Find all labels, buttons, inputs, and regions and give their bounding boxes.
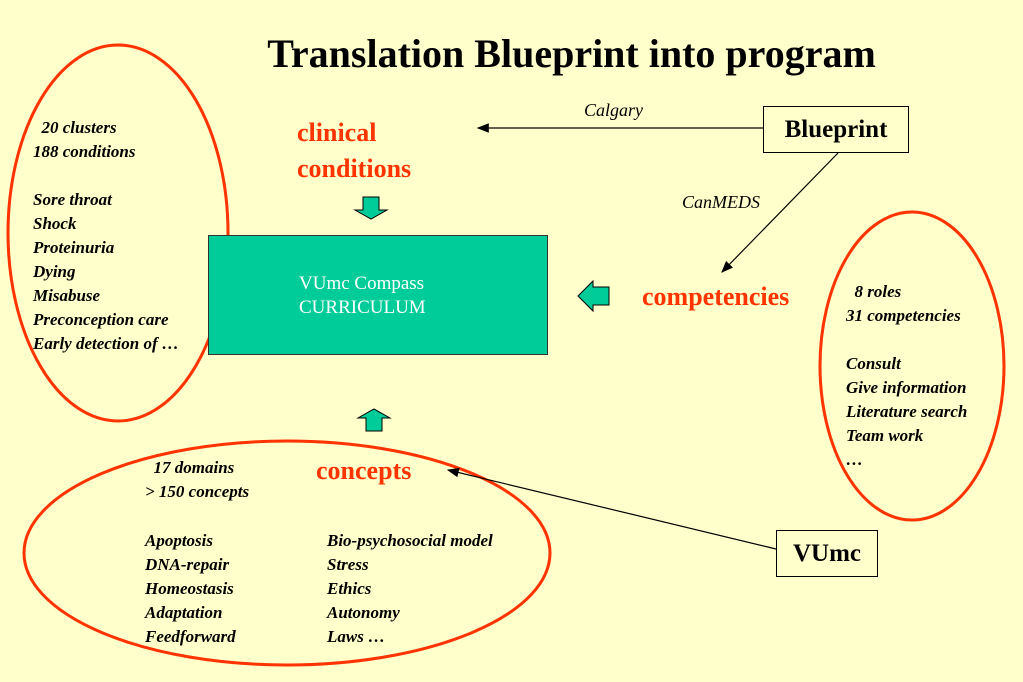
list-item: Give information (846, 378, 967, 397)
clinical-ellipse (6, 43, 230, 423)
clinical-list: 20 clusters 188 conditions Sore throat S… (33, 116, 179, 356)
list-item: 188 conditions (33, 142, 136, 161)
list-item: DNA-repair (145, 555, 230, 574)
list-item: 17 domains (145, 458, 235, 477)
list-item (33, 164, 179, 188)
list-item: 8 roles (846, 282, 902, 301)
blueprint-box: Blueprint (763, 106, 909, 153)
block-arrow-down (353, 196, 389, 220)
curriculum-box: VUmc Compass CURRICULUM (208, 235, 548, 355)
list-item: Shock (33, 214, 77, 233)
list-item: Team work (846, 426, 924, 445)
clinical-label-line1: clinical (297, 118, 377, 147)
list-item: Proteinuria (33, 238, 115, 257)
concepts-ellipse (22, 439, 552, 667)
arrow-vumc-to-concepts (446, 467, 777, 550)
competencies-ellipse (818, 210, 1006, 522)
list-item: Bio-psychosocial model (327, 531, 493, 550)
arrow-blueprint-to-competencies (721, 152, 839, 273)
vumc-box: VUmc (776, 530, 878, 577)
list-item: Stress (327, 555, 369, 574)
concepts-column-2: Bio-psychosocial model Stress Ethics Aut… (327, 529, 493, 649)
clinical-label-line2: conditions (297, 154, 412, 183)
list-item: Apoptosis (145, 531, 214, 550)
canmeds-label: CanMEDS (682, 192, 760, 212)
concepts-label: concepts (316, 456, 412, 485)
clinical-conditions-label: clinical conditions (297, 115, 411, 187)
concepts-header: 17 domains > 150 concepts (145, 456, 249, 504)
list-item: Adaptation (145, 603, 223, 622)
list-item: Early detection of … (33, 334, 179, 353)
list-item: Homeostasis (145, 579, 234, 598)
list-item: Preconception care (33, 310, 169, 329)
page-title: Translation Blueprint into program (267, 31, 876, 76)
list-item: 31 competencies (846, 306, 961, 325)
list-item: Ethics (327, 579, 372, 598)
curriculum-line1: VUmc Compass (299, 273, 425, 294)
list-item: Feedforward (145, 627, 236, 646)
list-item: Autonomy (327, 603, 400, 622)
list-item (846, 328, 967, 352)
block-arrow-up (356, 408, 392, 432)
competencies-list: 8 roles 31 competencies Consult Give inf… (846, 280, 967, 472)
block-arrow-left (577, 279, 610, 313)
list-item: Consult (846, 354, 901, 373)
list-item: … (846, 450, 863, 469)
list-item: Misabuse (33, 286, 101, 305)
list-item: Sore throat (33, 190, 112, 209)
list-item: 20 clusters (33, 118, 117, 137)
list-item: Literature search (846, 402, 968, 421)
curriculum-line2: CURRICULUM (299, 297, 426, 318)
list-item: > 150 concepts (145, 482, 250, 501)
competencies-label: competencies (642, 282, 790, 311)
list-item: Dying (33, 262, 76, 281)
concepts-column-1: Apoptosis DNA-repair Homeostasis Adaptat… (145, 529, 236, 649)
calgary-label: Calgary (584, 100, 644, 120)
list-item: Laws … (327, 627, 386, 646)
